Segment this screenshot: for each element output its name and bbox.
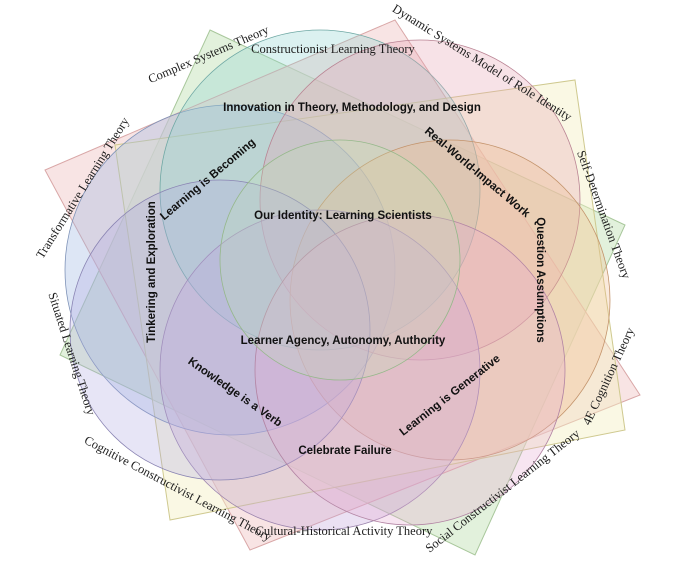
circle-purple-bottom: [159, 209, 481, 531]
circle-blue-left: [64, 104, 396, 436]
circle-teal-top: [159, 29, 481, 351]
label-constructionist: Constructionist Learning Theory: [251, 42, 415, 56]
circle-pink-top-right: [259, 39, 581, 361]
label-innovation: Innovation in Theory, Methodology, and D…: [223, 102, 481, 114]
label-tinkering: Tinkering and Exploration: [146, 201, 158, 343]
label-identity: Our Identity: Learning Scientists: [254, 210, 432, 222]
label-cultural-historical: Cultural-Historical Activity Theory: [256, 524, 434, 538]
circle-magenta-bottom-right: [254, 214, 566, 526]
circle-blue-bottom-left: [69, 179, 371, 481]
label-question: Question Assumptions: [534, 217, 546, 342]
label-celebrate-failure: Celebrate Failure: [298, 445, 391, 457]
label-agency: Learner Agency, Autonomy, Authority: [241, 335, 446, 347]
overlapping-circles: [64, 29, 611, 531]
circle-green-center: [219, 139, 461, 381]
